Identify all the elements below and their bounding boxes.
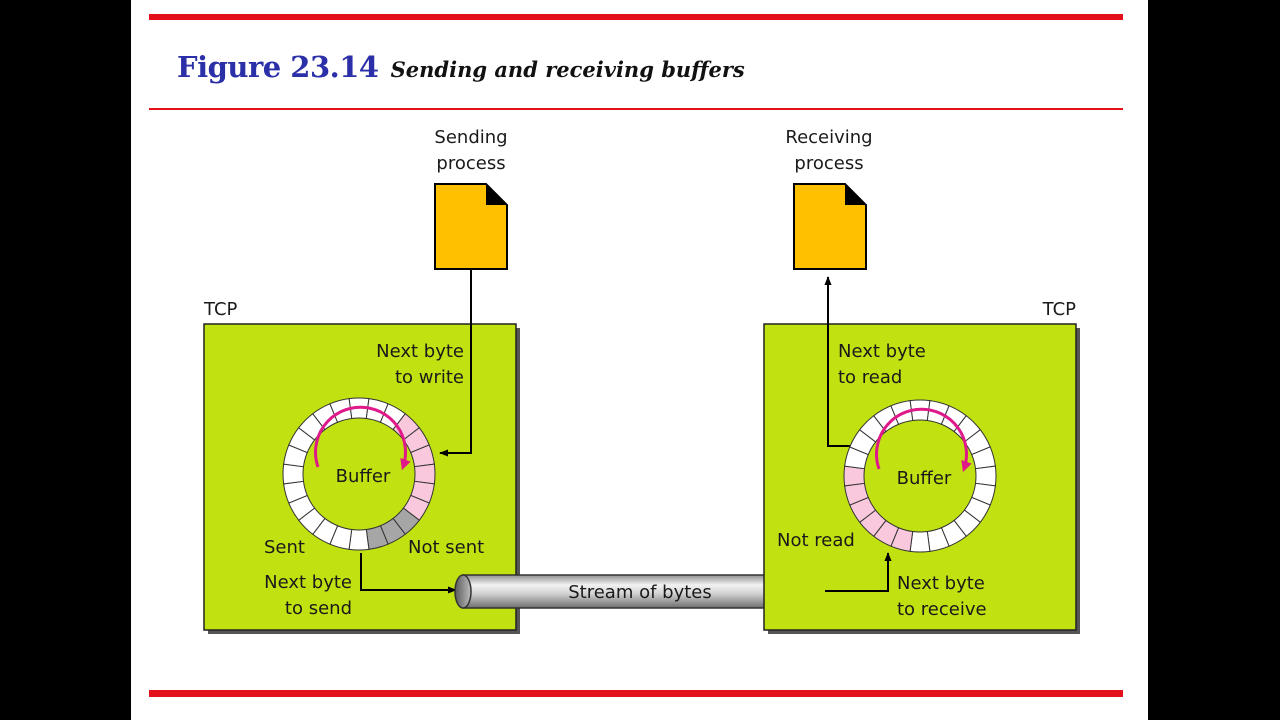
top-red-rule: [149, 14, 1123, 20]
receiver-rotation-arrow: [875, 407, 972, 473]
next-byte-to-send-label-line1: Next byte: [264, 572, 352, 593]
sender-rotation-arrow: [314, 405, 411, 471]
next-byte-to-receive-label-line2: to receive: [897, 599, 987, 620]
receiving-buffer-ring: [843, 399, 997, 553]
next-byte-to-write-label-line2: to write: [395, 367, 464, 388]
read-pointer-arrow: [824, 276, 860, 447]
title-underline: [149, 108, 1123, 110]
sender-buffer-segment: [348, 528, 370, 551]
sender-buffer-label: Buffer: [336, 466, 391, 487]
sender-buffer-segment: [282, 463, 305, 485]
sender-tcp-label: TCP: [203, 299, 238, 320]
receiver-buffer-segment: [974, 465, 997, 487]
figure-title: Figure 23.14 Sending and receiving buffer…: [177, 50, 745, 84]
send-pointer-arrow: [360, 553, 457, 594]
receiving-process-label-line1: Receiving: [785, 127, 872, 148]
receiver-buffer-label: Buffer: [897, 468, 952, 489]
receiver-buffer-segment: [843, 465, 866, 487]
next-byte-to-send-label-line2: to send: [285, 598, 352, 619]
sending-process-document-icon: [434, 183, 508, 270]
next-byte-to-read-label-line1: Next byte: [838, 341, 926, 362]
sender-buffer-segment: [413, 463, 436, 485]
not-read-label: Not read: [777, 530, 855, 551]
receiving-process-document-icon: [793, 183, 867, 270]
figure-caption: Sending and receiving buffers: [390, 57, 745, 82]
figure-number: Figure 23.14: [177, 50, 379, 84]
receiver-tcp-box: [763, 323, 1077, 631]
next-byte-to-write-label-line1: Next byte: [376, 341, 464, 362]
receive-pointer-arrow: [825, 552, 892, 592]
sending-process-label-line2: process: [436, 153, 505, 174]
write-pointer-arrow: [439, 269, 472, 457]
sent-label: Sent: [264, 537, 305, 558]
bottom-red-rule: [149, 690, 1123, 697]
next-byte-to-read-label-line2: to read: [838, 367, 902, 388]
stream-of-bytes-label: Stream of bytes: [568, 582, 712, 603]
next-byte-to-receive-label-line1: Next byte: [897, 573, 985, 594]
receiver-buffer-segment: [909, 530, 931, 553]
receiver-tcp-label: TCP: [1042, 299, 1077, 320]
sending-buffer-ring: [282, 397, 436, 551]
sending-process-label-line1: Sending: [434, 127, 507, 148]
not-sent-label: Not sent: [408, 537, 484, 558]
receiving-process-label-line2: process: [794, 153, 863, 174]
